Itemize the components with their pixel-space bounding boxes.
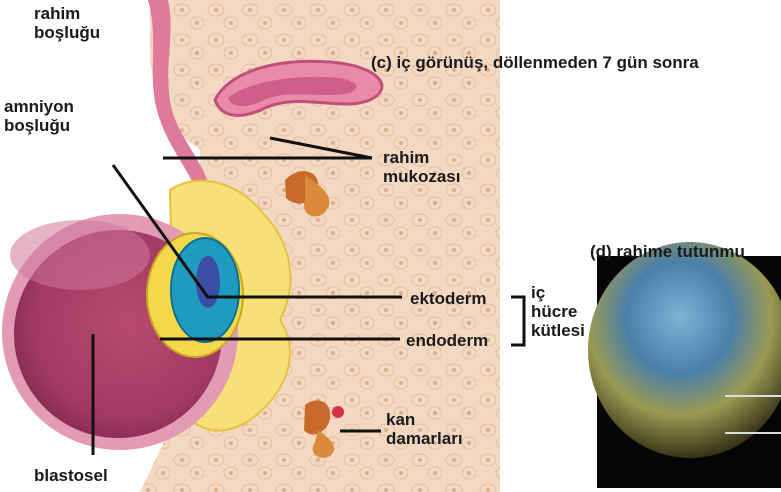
label-endoderm: endoderm (406, 331, 488, 350)
label-view-c: (c) iç görünüş, döllenmeden 7 gün sonra (371, 53, 699, 72)
label-ectoderm: ektoderm (410, 289, 487, 308)
label-blood-vessels: kan damarları (386, 410, 463, 448)
amniotic-cavity-shape (196, 256, 220, 308)
label-inner-cell-mass: iç hücre kütlesi (531, 283, 585, 340)
label-uterine-cavity: rahim boşluğu (34, 4, 100, 42)
inner-cell-mass-bracket (511, 297, 524, 345)
label-amniotic-cavity: amniyon boşluğu (4, 97, 74, 135)
label-endometrium: rahim mukozası (383, 148, 460, 186)
label-view-d: (d) rahime tutunmu (590, 242, 745, 261)
label-blastocoel: blastosel (34, 466, 108, 485)
